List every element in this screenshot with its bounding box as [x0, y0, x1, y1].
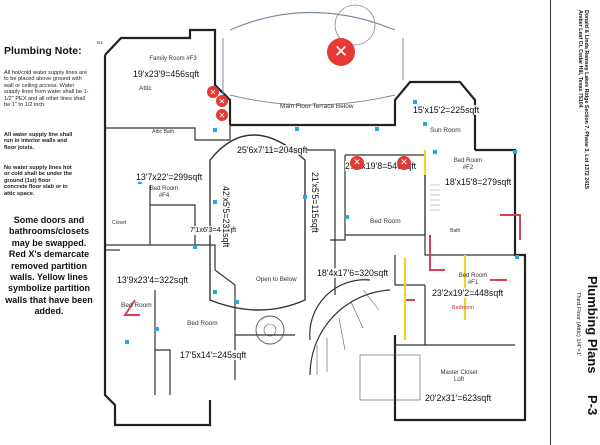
area-bed-f4: 13'7x22'=299sqft: [136, 172, 203, 182]
project-info: Donald & Linda Ramsey Lakes Ridge Sectio…: [576, 10, 589, 189]
floor-plan: B1 Family Room #F3 Attic Attic Bath Main…: [95, 0, 550, 445]
room-bed-west: Bed Room: [121, 302, 152, 309]
removed-wall-x-icon: ✕: [327, 38, 355, 66]
removed-wall-x-icon: ✕: [397, 156, 411, 170]
removed-wall-x-icon: ✕: [350, 156, 364, 170]
added-walls: [403, 150, 467, 340]
terrace-edges: [222, 38, 404, 95]
supply-lines: [123, 214, 521, 316]
grid-label: B1: [97, 41, 103, 46]
plumbing-notes: Plumbing Note: All hot/cold water supply…: [0, 0, 95, 445]
area-hall-east: 21'x5'5=115sqft: [310, 172, 320, 233]
room-terrace: Main Floor Terrace Below: [280, 103, 354, 110]
area-bed-center: 27'9x19'8=546sqft: [345, 161, 417, 171]
stair-treads: [430, 184, 440, 211]
area-hall-north: 25'6x7'11=204sqft: [237, 145, 308, 155]
room-bed-center: Bed Room: [370, 218, 401, 225]
room-sun: Sun Room: [430, 127, 461, 134]
room-bed-f1: Bed Room #F1: [458, 273, 488, 286]
area-small-bath: 7'1x6'3=44sqft: [190, 225, 237, 235]
room-bed-f2: Bed Room #F2: [453, 158, 483, 171]
room-closet: Closet: [112, 220, 127, 226]
room-master-closet: Master Closet Loft: [440, 370, 478, 383]
open-to-below-outline: [209, 134, 306, 311]
room-attic-bath: Attic Bath: [152, 129, 175, 135]
floor-plan-drawing: [103, 4, 527, 427]
area-master-closet: 20'2x31'=623sqft: [425, 393, 492, 403]
room-family: Family Room #F3: [149, 56, 197, 62]
sheet-subtitle: Third Floor (Attic) 1/4"=1': [575, 292, 581, 357]
area-bed-west: 13'9x23'4=322sqft: [117, 275, 189, 285]
note-supply-location: All hot/cold water supply lines are to b…: [4, 70, 89, 109]
terrace-arc: [229, 11, 396, 31]
room-bath: Bath: [450, 228, 461, 234]
notes-title: Plumbing Note:: [4, 45, 82, 57]
room-attic: Attic: [139, 85, 152, 92]
note-supply-route: All water supply line shall run in inter…: [4, 132, 73, 151]
title-block: Plumbing Plans Third Floor (Attic) 1/4"=…: [550, 0, 600, 445]
area-hall-south: 18'4x17'6=320sqft: [317, 268, 389, 278]
room-bed-f4: Bed Room #F4: [149, 186, 179, 199]
area-family-room: 19'x23'9=456sqft: [133, 69, 200, 79]
room-open-below: Open to Below: [256, 276, 297, 283]
dome-fixture: [255, 315, 285, 345]
closet-outline: [359, 354, 421, 401]
area-hall-west: 42'x5'5=231sqft: [221, 186, 231, 248]
page-number: P-3: [585, 395, 600, 416]
note-no-slab: No water supply lines hot or cold shall …: [4, 165, 73, 197]
sheet-title: Plumbing Plans: [585, 276, 600, 374]
area-bed-f2: 18'x15'8=279sqft: [445, 177, 512, 187]
removed-wall-x-icon: ✕: [207, 86, 219, 98]
legend-note: Some doors and bathrooms/closets may be …: [5, 215, 93, 317]
area-bed-southwest: 17'5x14'=245sqft: [180, 350, 247, 360]
removed-wall-x-icon: ✕: [216, 95, 228, 107]
area-sun-room: 15'x15'2=225sqft: [413, 105, 480, 115]
spiral-stair-upper: [334, 4, 376, 46]
terrace-inner-arc: [229, 94, 396, 106]
room-bedroom-red: Bedroom: [452, 305, 474, 311]
area-bed-f1: 23'2x19'2=448sqft: [432, 288, 504, 298]
spiral-stair: [309, 279, 371, 341]
room-bed-southwest: Bed Room: [187, 320, 218, 327]
removed-wall-x-icon: ✕: [216, 109, 228, 121]
